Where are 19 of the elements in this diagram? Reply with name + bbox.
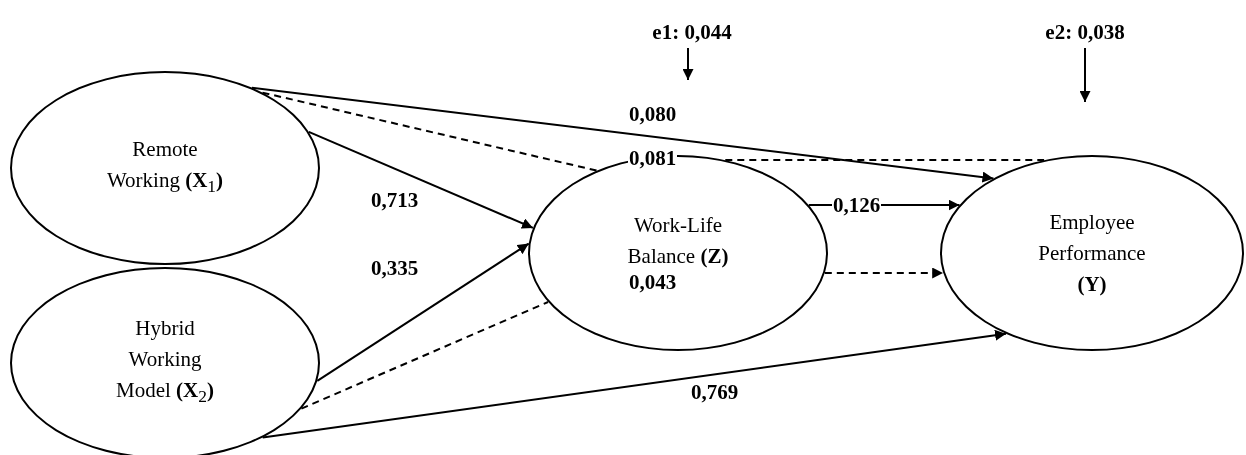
dashed-path-line bbox=[300, 301, 550, 410]
path-arrow bbox=[307, 130, 534, 229]
variable-name: Hybrid Working Model (X$_{2}$) bbox=[115, 315, 215, 409]
path-arrow bbox=[261, 329, 1007, 439]
variable-name: Remote Working (X$_{1}$) bbox=[105, 135, 225, 199]
error-arrow bbox=[1079, 47, 1091, 103]
path-arrow bbox=[250, 86, 995, 183]
latent-variable-ellipse bbox=[940, 155, 1244, 351]
dashed-path-line bbox=[724, 159, 1046, 161]
dashed-path-line bbox=[261, 91, 598, 172]
latent-variable-ellipse bbox=[10, 267, 320, 455]
latent-variable-ellipse bbox=[10, 71, 320, 265]
path-arrow bbox=[316, 242, 530, 382]
dashed-path-line bbox=[823, 267, 945, 279]
variable-name: Employee Performance (Y) bbox=[1037, 208, 1147, 298]
error-value: e2: 0,038 bbox=[1045, 19, 1125, 45]
error-arrow bbox=[682, 47, 694, 81]
variable-name: Work-Life Balance (Z) bbox=[626, 212, 730, 270]
error-value: e1: 0,044 bbox=[652, 19, 732, 45]
